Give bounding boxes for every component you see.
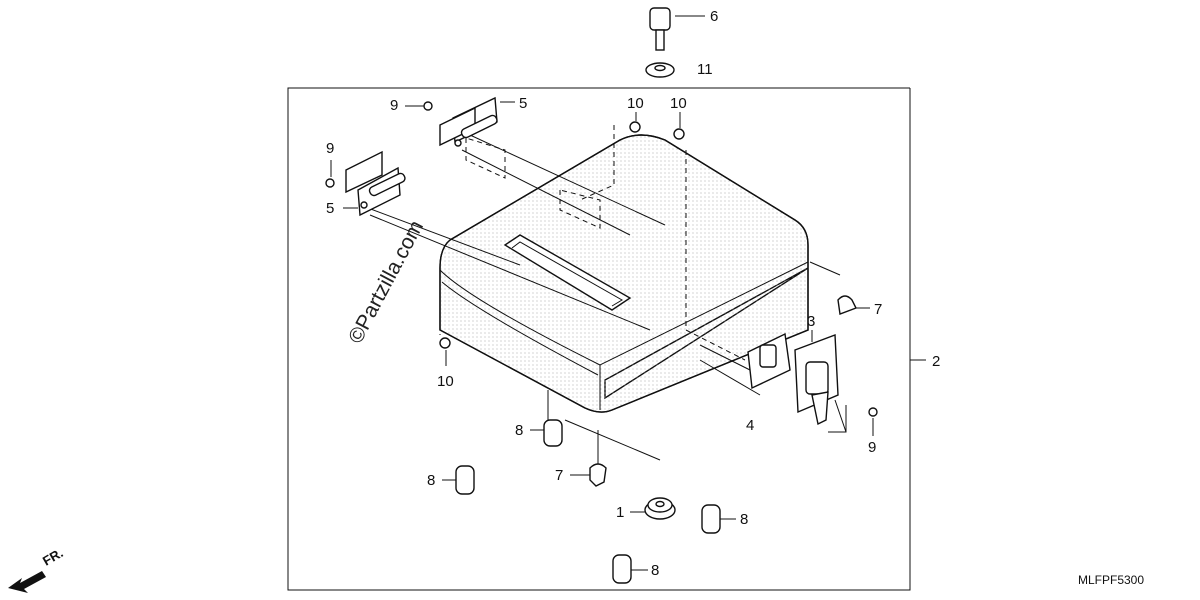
nuts — [439, 121, 685, 349]
reference-lines — [359, 125, 847, 465]
callout-9-left: 9 — [326, 140, 334, 157]
callout-4: 4 — [746, 417, 754, 434]
callout-7-right: 7 — [874, 301, 882, 318]
bolt — [649, 7, 671, 51]
callout-1: 1 — [616, 504, 624, 521]
callout-7-bottom: 7 — [555, 467, 563, 484]
callout-9-right: 9 — [868, 439, 876, 456]
callout-9-upper: 9 — [390, 97, 398, 114]
hinge-lower — [345, 150, 406, 217]
front-marker-label: FR. — [40, 545, 66, 568]
callout-10-bottom: 10 — [437, 373, 454, 390]
hinge-upper — [439, 96, 498, 147]
callout-8-d: 8 — [651, 562, 659, 579]
callout-6: 6 — [710, 8, 718, 25]
callout-10-left: 10 — [627, 95, 644, 112]
latch-assembly — [747, 332, 839, 426]
grommet — [644, 497, 676, 520]
callout-8-a: 8 — [515, 422, 523, 439]
storage-box — [439, 134, 809, 413]
diagram-code: MLFPF5300 — [1078, 573, 1144, 587]
callout-3: 3 — [807, 313, 815, 330]
callout-8-b: 8 — [427, 472, 435, 489]
callout-8-c: 8 — [740, 511, 748, 528]
callout-10-right: 10 — [670, 95, 687, 112]
leader-lines — [330, 15, 926, 571]
callout-11: 11 — [697, 61, 713, 78]
callout-2: 2 — [932, 353, 940, 370]
cushions — [455, 419, 721, 584]
stoppers — [589, 295, 857, 487]
washer — [645, 62, 675, 78]
callout-5-upper: 5 — [519, 95, 527, 112]
callouts: 6 11 5 9 9 5 10 10 10 7 3 2 4 9 8 7 8 1 … — [326, 8, 940, 579]
watermark: ©Partzilla.com — [344, 217, 428, 348]
screws — [325, 101, 878, 417]
assembly-frame — [287, 87, 911, 591]
callout-5-lower: 5 — [326, 200, 334, 217]
front-direction-marker: FR. — [8, 545, 66, 593]
